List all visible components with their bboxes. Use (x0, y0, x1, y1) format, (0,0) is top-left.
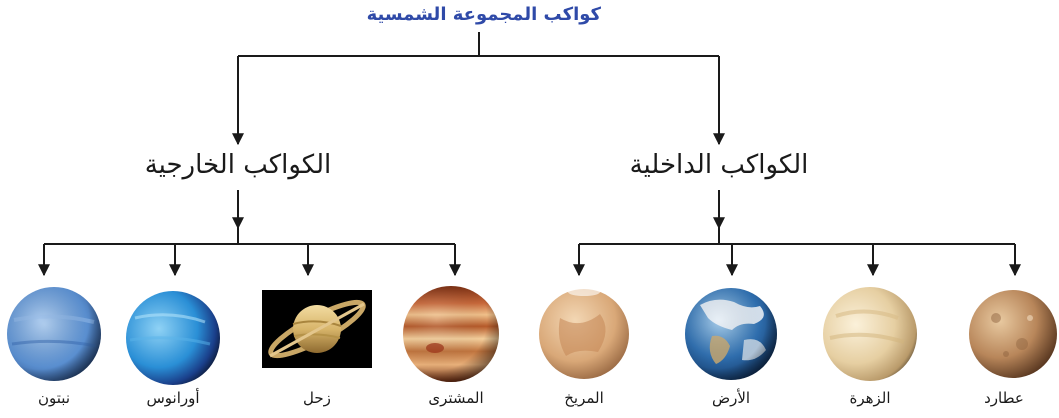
jupiter-label: المشترى (428, 389, 484, 407)
mars-label: المريخ (564, 389, 604, 407)
diagram-title: كواكب المجموعة الشمسية (366, 4, 601, 25)
connector-lines (38, 32, 1021, 277)
earth-label: الأرض (711, 389, 751, 407)
mercury-label: عطارد (984, 389, 1024, 407)
inner-planets-heading: الكواكب الداخلية (629, 150, 809, 180)
neptune-label: نبتون (38, 389, 70, 407)
mars-icon (539, 288, 629, 379)
earth-icon (685, 288, 777, 380)
mercury-icon (969, 290, 1057, 378)
uranus-label: أورانوس (146, 389, 200, 407)
venus-icon (823, 287, 917, 381)
jupiter-icon (403, 286, 499, 382)
outer-planets-heading: الكواكب الخارجية (144, 150, 332, 180)
venus-label: الزهرة (849, 389, 891, 407)
saturn-label: زحل (303, 389, 331, 407)
uranus-icon (126, 291, 220, 385)
neptune-icon (7, 287, 101, 381)
saturn-icon (262, 290, 372, 368)
